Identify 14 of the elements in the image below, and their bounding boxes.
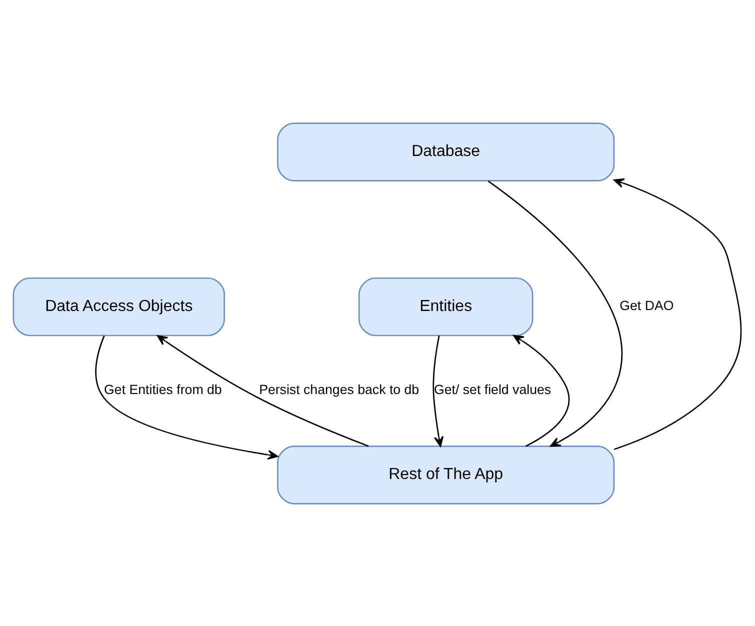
arrow: [513, 334, 570, 446]
edge-label: Persist changes back to db: [259, 382, 420, 397]
arrow: [488, 180, 622, 446]
node-box: Database: [277, 122, 615, 181]
arrow: [614, 178, 742, 450]
node-box: Data Access Objects: [12, 276, 225, 336]
arrow: [432, 335, 444, 446]
arrow: [95, 335, 278, 460]
edge-label: Get DAO: [620, 298, 674, 313]
node-box: Rest of The App: [277, 445, 615, 504]
edge-label: Get/ set field values: [434, 382, 552, 397]
arrow: [156, 334, 369, 446]
edge-label: Get Entities from db: [104, 382, 222, 397]
node-box: Entities: [358, 276, 534, 336]
